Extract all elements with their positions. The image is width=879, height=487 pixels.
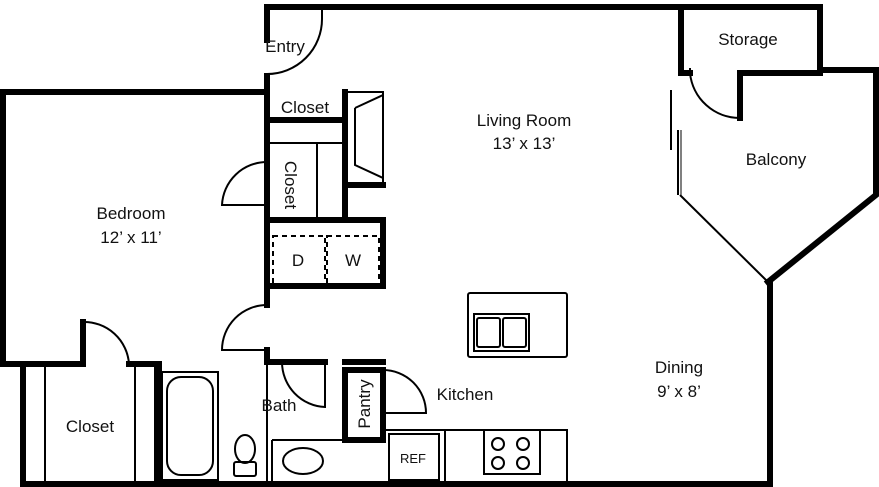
- living-room-label: Living Room: [477, 111, 572, 130]
- closet-top-label: Closet: [281, 98, 329, 117]
- refrigerator: [388, 433, 440, 481]
- storage-label: Storage: [718, 30, 778, 49]
- closet-vertical-label: Closet: [281, 161, 300, 209]
- dryer-label: D: [292, 251, 304, 270]
- refrigerator-label: REF: [400, 451, 426, 466]
- living-room-size: 13’ x 13’: [493, 134, 556, 153]
- washer-dryer: [272, 235, 380, 285]
- interior-walls: [44, 89, 568, 487]
- exterior-walls: [0, 4, 879, 487]
- balcony-label: Balcony: [746, 150, 807, 169]
- kitchen-label: Kitchen: [437, 385, 494, 404]
- balcony-outline: [679, 73, 769, 283]
- entry-label: Entry: [265, 37, 305, 56]
- fireplace: [354, 94, 384, 179]
- bath-label: Bath: [262, 396, 297, 415]
- bedroom-size: 12’ x 11’: [100, 228, 161, 247]
- bathtub: [161, 371, 219, 481]
- bath-vanity: [282, 447, 324, 475]
- washer-label: W: [345, 251, 361, 270]
- kitchen-island-sink: [467, 292, 568, 358]
- bedroom-label: Bedroom: [97, 204, 166, 223]
- door-swings: [82, 10, 741, 414]
- dining-size: 9’ x 8’: [657, 382, 701, 401]
- dining-label: Dining: [655, 358, 703, 377]
- balcony-sliding-door: [670, 90, 682, 195]
- stove: [483, 429, 541, 475]
- pantry-label: Pantry: [355, 379, 374, 429]
- room-labels: Entry Storage Living Room 13’ x 13’ Balc…: [66, 30, 807, 466]
- toilet: [233, 434, 257, 477]
- closet-bottom-label: Closet: [66, 417, 114, 436]
